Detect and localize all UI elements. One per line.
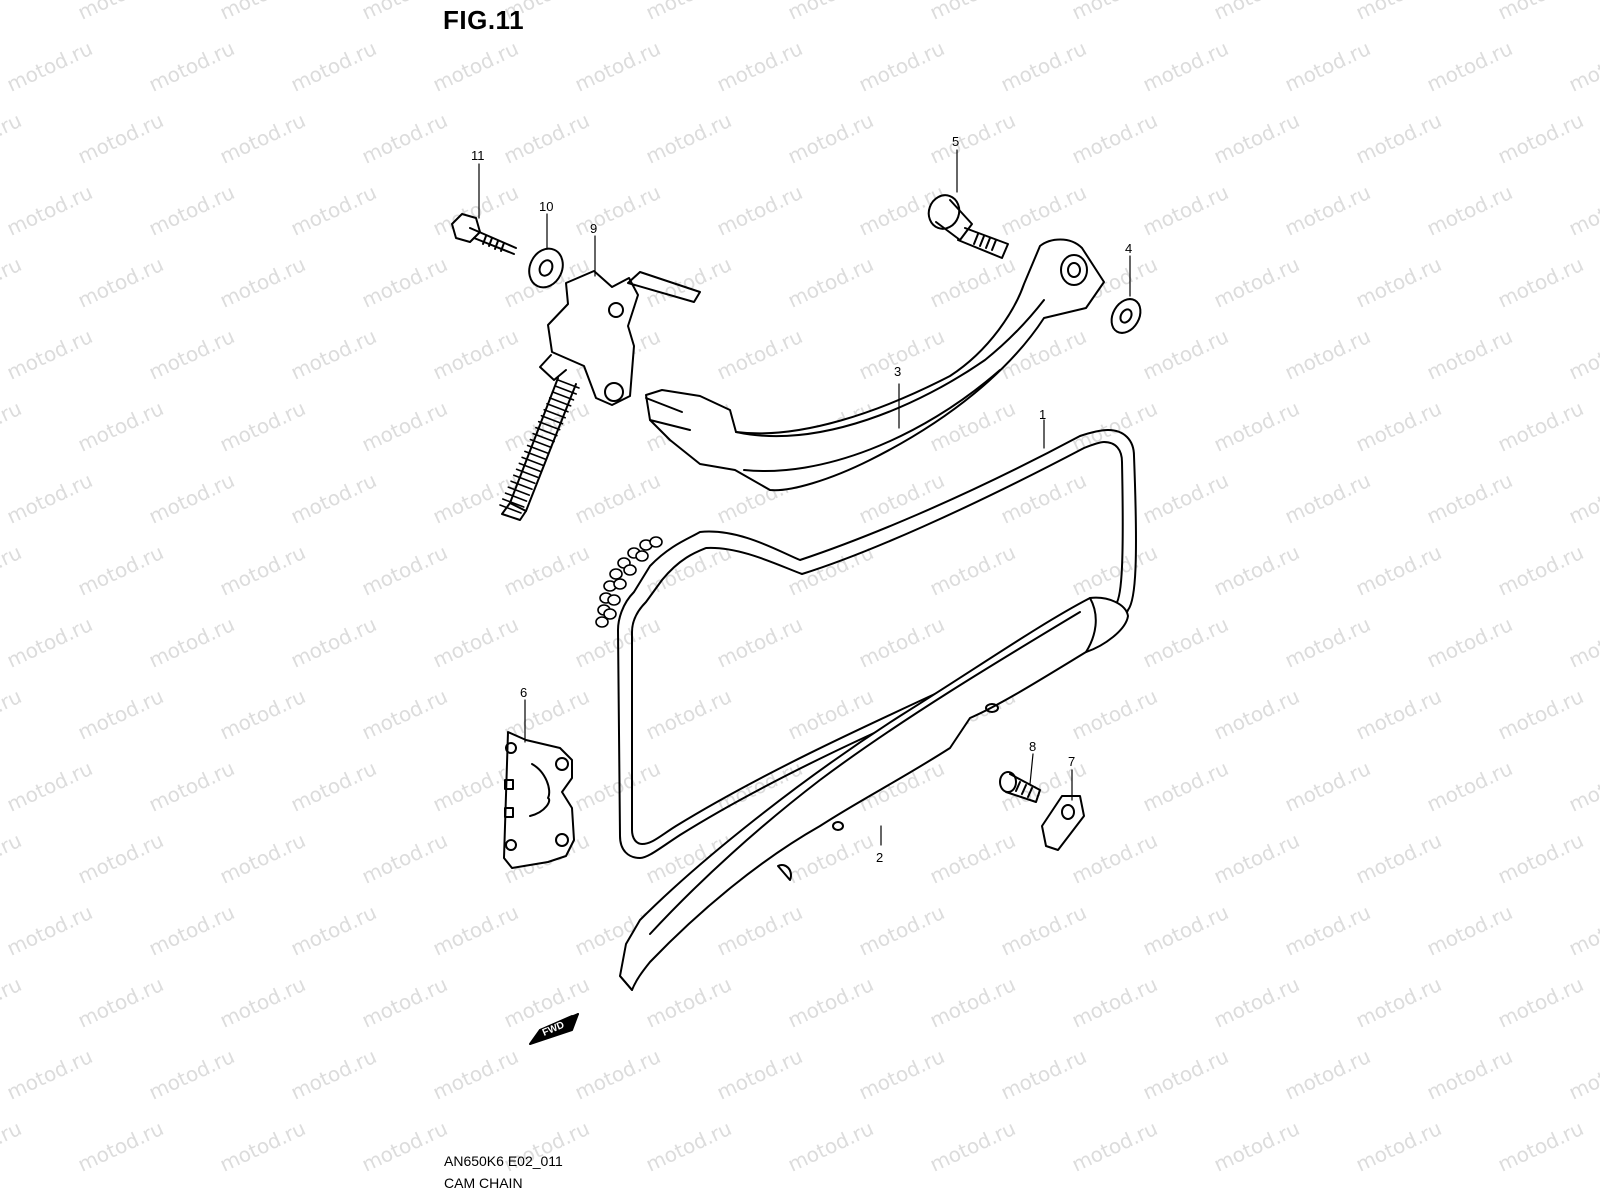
- spring-coil: [543, 408, 566, 419]
- chain-link: [623, 564, 637, 576]
- spring-coil: [504, 492, 528, 502]
- tensioner-bolt-part[interactable]: [451, 213, 517, 255]
- spring-coil: [510, 480, 533, 490]
- spring-coil: [501, 498, 525, 508]
- spring-coil: [548, 397, 572, 407]
- chain-link: [649, 536, 663, 548]
- group-name: CAM CHAIN: [444, 1175, 523, 1191]
- lower-guide-part[interactable]: [619, 596, 1129, 991]
- callout-5: 5: [952, 134, 959, 149]
- spring-coil: [526, 444, 550, 455]
- chain-link: [595, 616, 609, 628]
- callout-4: 4: [1125, 241, 1132, 256]
- tensioner-adjuster-part[interactable]: [499, 270, 701, 521]
- pivot-bolt-part[interactable]: [924, 191, 1009, 259]
- washer-right-part[interactable]: [1106, 294, 1147, 338]
- callout-10: 10: [539, 199, 553, 214]
- spring-coil: [537, 420, 561, 431]
- figure-title: FIG.11: [443, 5, 525, 35]
- tensioner-arm-part[interactable]: [645, 238, 1105, 492]
- spring-coil: [518, 462, 542, 473]
- spring-coil: [546, 403, 569, 413]
- spring-coil: [529, 438, 553, 449]
- spring-coil: [535, 426, 558, 437]
- chain-link: [603, 608, 617, 620]
- spring-coil: [557, 379, 580, 389]
- upper-guide-part[interactable]: [503, 731, 575, 869]
- screw-part[interactable]: [999, 771, 1041, 803]
- callout-8: 8: [1029, 739, 1036, 754]
- callout-11: 11: [471, 148, 485, 163]
- fwd-arrow: [529, 1013, 579, 1045]
- spring-coil: [499, 504, 522, 514]
- model-code: AN650K6 E02_011: [444, 1153, 563, 1169]
- spring-coil: [540, 414, 564, 425]
- callout-6: 6: [520, 685, 527, 700]
- callout-2: 2: [876, 850, 883, 865]
- chain-link: [635, 550, 649, 562]
- callout-7: 7: [1068, 754, 1075, 769]
- spring-coil: [513, 474, 536, 485]
- spring-coil: [524, 450, 547, 461]
- chain-link: [607, 594, 621, 606]
- spring-coil: [554, 385, 578, 395]
- spring-coil: [551, 391, 575, 401]
- callout-3: 3: [894, 364, 901, 379]
- spring-coil: [515, 468, 539, 479]
- callout-9: 9: [590, 221, 597, 236]
- spring-coil: [532, 432, 555, 443]
- callout-1: 1: [1039, 407, 1046, 422]
- retainer-part[interactable]: [1041, 795, 1085, 851]
- spring-coil: [507, 486, 531, 496]
- washer-left-part[interactable]: [523, 243, 569, 293]
- chain-link: [613, 578, 627, 590]
- spring-coil: [521, 456, 544, 467]
- leader-lines: [478, 149, 1131, 846]
- chain-link: [609, 568, 623, 580]
